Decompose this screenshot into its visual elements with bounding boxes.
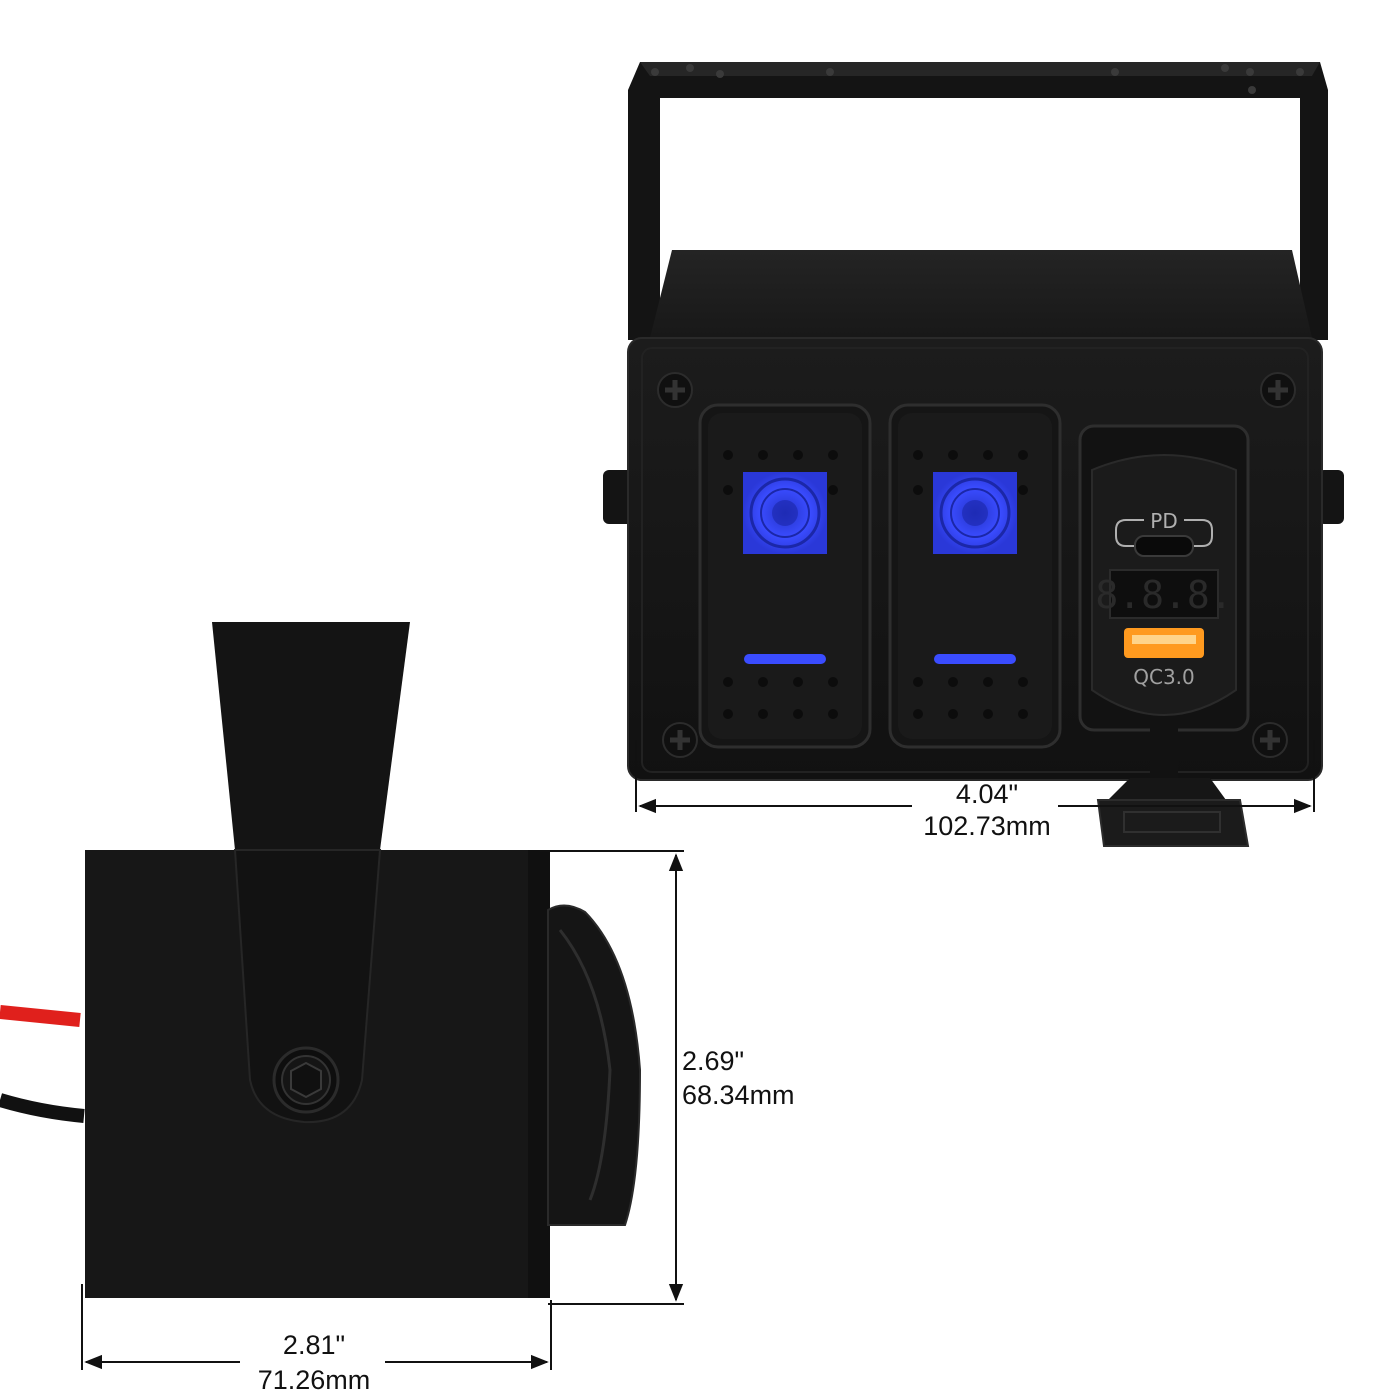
box-top: [650, 250, 1312, 338]
bracket-holes: [651, 64, 1304, 94]
usb-c-port-icon[interactable]: [1134, 535, 1194, 557]
side-usb-cap-profile: [547, 904, 642, 1226]
voltmeter-display: [1109, 569, 1219, 619]
side-height-dimension: 2.69" 68.34mm: [540, 850, 795, 1305]
side-height-inches: 2.69": [682, 1046, 744, 1076]
switch-indicator-bar: [744, 654, 826, 664]
left-mount-knob: [603, 470, 633, 524]
front-view: PD 8.8.8. QC3.0 4.04" 102.73mm: [603, 62, 1344, 847]
qc-label: QC3.0: [1133, 665, 1195, 689]
front-width-inches: 4.04": [956, 779, 1018, 809]
side-view: 2.69" 68.34mm 2.81" 71.26mm: [0, 622, 795, 1395]
side-depth-inches: 2.81": [283, 1330, 345, 1360]
phillips-screw-icon: [1252, 722, 1288, 758]
mounting-bracket: [628, 62, 1328, 340]
side-depth-mm: 71.26mm: [258, 1365, 371, 1395]
side-bracket-arm: [212, 622, 410, 1124]
front-width-mm: 102.73mm: [923, 811, 1051, 841]
usb-charger-module: PD 8.8.8. QC3.0: [1078, 424, 1250, 732]
side-depth-dimension: 2.81" 71.26mm: [81, 1284, 552, 1395]
switch-indicator-bar: [934, 654, 1016, 664]
wires: [0, 1005, 85, 1123]
front-width-dimension: 4.04" 102.73mm: [635, 740, 1315, 841]
rocker-switch-1[interactable]: [698, 403, 872, 749]
usb-dust-cap[interactable]: [1096, 728, 1250, 847]
right-mount-knob: [1318, 470, 1344, 524]
phillips-screw-icon: [1260, 372, 1296, 408]
hex-bolt-icon: [272, 1046, 340, 1114]
voltmeter-reading: 8.8.8.: [1095, 573, 1232, 617]
phillips-screw-icon: [657, 372, 693, 408]
rocker-switch-2[interactable]: [888, 403, 1062, 749]
phillips-screw-icon: [662, 722, 698, 758]
side-height-mm: 68.34mm: [682, 1080, 795, 1110]
pd-label: PD: [1150, 509, 1177, 533]
